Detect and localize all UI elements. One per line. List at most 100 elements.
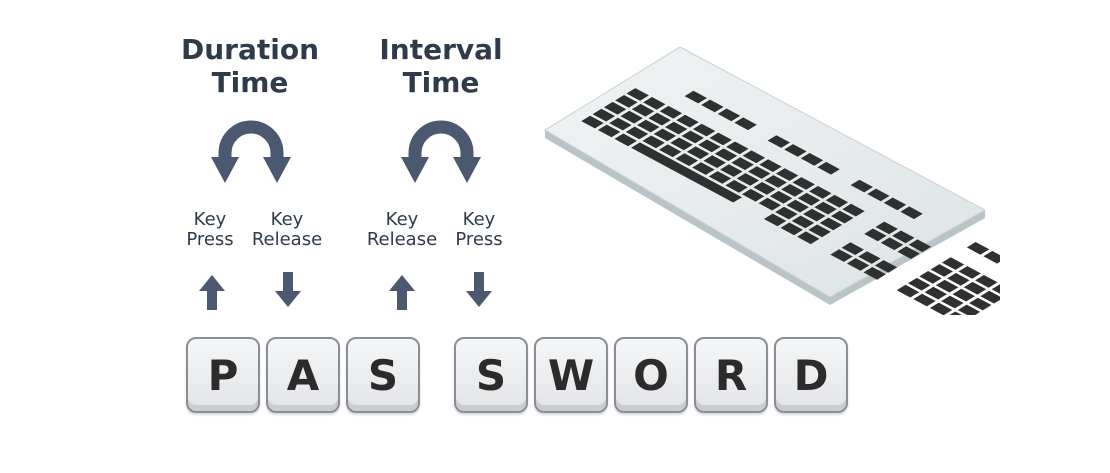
- keyboard-key: [592, 108, 615, 122]
- keyboard-key: [648, 112, 671, 126]
- keyboard-key: [703, 155, 726, 168]
- interval-heading-line1: Interval: [379, 33, 503, 66]
- keyboard-key: [941, 257, 965, 270]
- keyboard-key: [949, 311, 962, 315]
- keycap-p: P: [186, 337, 260, 413]
- keyboard-key: [797, 231, 820, 245]
- keyboard-key: [615, 95, 638, 108]
- keyboard-key: [975, 275, 998, 288]
- keyboard-key: [643, 97, 666, 110]
- keyboard-key: [626, 88, 649, 101]
- interval-time-heading: Interval Time: [351, 33, 531, 99]
- key-press-label-line2: Press: [455, 229, 503, 250]
- arrow-up-icon: [199, 275, 225, 310]
- keyboard-key: [698, 139, 721, 153]
- keyboard-key: [908, 277, 931, 291]
- keyboard-key: [792, 177, 815, 190]
- keyboard-key: [581, 115, 604, 129]
- keyboard-key: [830, 249, 853, 262]
- keyboard-key: [817, 161, 840, 175]
- keyboard-key: [780, 222, 803, 236]
- keyboard-key: [692, 123, 716, 137]
- keyboard-key: [863, 267, 886, 280]
- keycap-r: R: [694, 337, 768, 413]
- keyboard-key: [883, 197, 907, 211]
- keyboard-key: [642, 135, 665, 149]
- keyboard-key: [867, 188, 890, 202]
- keyboard-key: [803, 208, 826, 222]
- keyboard-key: [966, 242, 990, 255]
- keyboard-key: [913, 293, 936, 307]
- keyboard-key: [831, 210, 854, 224]
- keyboard-key: [726, 141, 749, 155]
- keyboard-key: [786, 199, 809, 213]
- keycap-d: D: [774, 337, 848, 413]
- keyboard-key: [609, 117, 632, 131]
- keyboard-key: [631, 142, 742, 203]
- keyboard-key: [897, 246, 920, 259]
- keyboard-key: [692, 162, 715, 175]
- keyboard-key: [670, 137, 693, 151]
- keyboard-key: [842, 203, 865, 217]
- keyboard-key: [763, 213, 787, 227]
- keyboard-key: [701, 99, 724, 113]
- keyboard-key: [769, 190, 793, 204]
- key-release-label: Key Release: [347, 210, 457, 250]
- keyboard-key: [808, 224, 831, 238]
- keyboard-key: [775, 206, 798, 220]
- keyboard-key: [819, 217, 843, 231]
- keyboard-key: [659, 105, 683, 119]
- keyboard-key: [896, 284, 920, 298]
- keyboard-key: [924, 286, 947, 300]
- keyboard-key: [941, 295, 964, 309]
- keyboard-key: [980, 290, 1000, 304]
- keyboard-key: [784, 144, 807, 157]
- keyboard-key: [864, 228, 887, 242]
- keyboard-key: [963, 281, 987, 295]
- duration-heading-line2: Time: [211, 66, 289, 99]
- keyboard-key: [603, 101, 627, 115]
- keycap-s: S: [346, 337, 420, 413]
- key-press-label: Key Press: [155, 210, 265, 250]
- keyboard-key: [748, 166, 771, 179]
- keyboard-key: [665, 121, 688, 135]
- keyboard-icon: [544, 46, 1000, 315]
- arrow-down-icon: [275, 272, 301, 307]
- keyboard-key: [874, 260, 898, 273]
- keyboard-key: [958, 266, 981, 279]
- keycap-a: A: [266, 337, 340, 413]
- key-release-label: Key Release: [232, 210, 342, 250]
- key-press-label-line2: Press: [186, 229, 234, 250]
- keyboard-key: [681, 130, 704, 144]
- keyboard-key: [720, 164, 743, 177]
- keyboard-key: [791, 215, 815, 229]
- keyboard-key: [935, 279, 959, 293]
- keyboard-key: [709, 132, 732, 146]
- keyboard-key: [983, 250, 1000, 264]
- keyboard-key: [717, 108, 741, 122]
- keyboard-key: [947, 273, 970, 286]
- keyboard-key: [614, 133, 637, 147]
- keyboard-key: [969, 297, 992, 311]
- keyboard-key: [684, 90, 707, 104]
- keyboard-key: [991, 284, 1000, 294]
- keyboard-key: [725, 180, 748, 193]
- keyboard-key: [957, 304, 981, 315]
- keyboard-key: [841, 242, 864, 255]
- keyboard-key: [731, 157, 754, 170]
- keyboard-key: [742, 150, 766, 164]
- key-press-label-line1: Key: [193, 209, 227, 230]
- keyboard-key: [809, 186, 832, 199]
- keyboard-key: [800, 153, 824, 166]
- keyboard-key: [764, 175, 787, 188]
- keyboard-key: [759, 159, 782, 172]
- keyboard-key: [597, 124, 621, 138]
- duration-time-heading: Duration Time: [160, 33, 340, 99]
- u-turn-arrow-icon: [401, 120, 481, 183]
- keyboard-key: [919, 271, 942, 284]
- keyboard-key: [892, 230, 915, 244]
- keyboard-key: [858, 251, 881, 264]
- keyboard-key: [653, 128, 677, 142]
- keyboard-key: [850, 179, 873, 193]
- duration-heading-line1: Duration: [180, 33, 320, 66]
